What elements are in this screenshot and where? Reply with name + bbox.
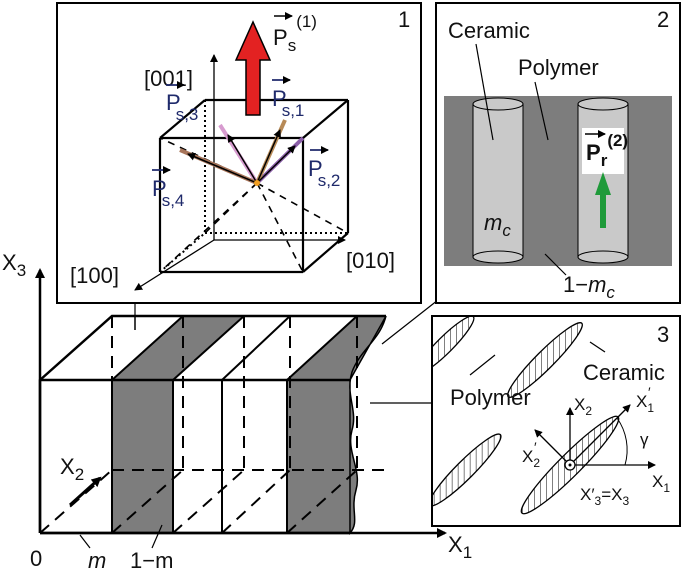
ps-main-arrow (234, 20, 272, 116)
layer-gray-1-top (112, 316, 244, 380)
mc-label: mc (484, 210, 511, 240)
ps-main-label: Ps(1) (273, 12, 317, 55)
x1-label: X1 (448, 532, 472, 562)
ps4-label: Ps,4 (152, 176, 184, 210)
axis-100 (134, 239, 215, 291)
ceramic-label-2: Ceramic (448, 18, 530, 43)
panel-3-number: 3 (657, 322, 669, 347)
layer-gray-2-front (287, 380, 350, 533)
gamma-label: γ (640, 430, 649, 449)
layer-gray-2-top (287, 316, 386, 380)
m-label: m (88, 548, 106, 573)
pr-arrow (595, 172, 611, 228)
layer-gray-1-front (112, 380, 173, 533)
x2-axis-arrow (68, 476, 102, 507)
one-minus-m-label: 1−m (130, 548, 173, 573)
polymer-label-3: Polymer (450, 385, 531, 410)
x2-local-label: X2 (574, 395, 592, 418)
ps3-label: Ps,3 (166, 90, 198, 124)
polymer-label-2: Polymer (518, 55, 599, 80)
panel-3: 3 Ceramic Polymer X1 X2 X1′ X2′ X′3=X3 γ (431, 315, 681, 527)
panel-2: 2 Ceramic Polymer Pr(2) mc 1−mc (435, 2, 681, 304)
panel-1: 1 [001] (56, 2, 422, 304)
inclusion-1 (433, 317, 475, 375)
torn-edge (349, 315, 387, 535)
label-100: [100] (70, 263, 119, 288)
one-minus-mc-label: 1−mc (563, 272, 615, 302)
label-010: [010] (346, 248, 395, 273)
x2-prime-label: X2′ (522, 439, 540, 470)
x1-local-label: X1 (652, 472, 670, 495)
main-block (35, 268, 447, 538)
panel-1-number: 1 (398, 7, 410, 32)
panel-2-number: 2 (657, 7, 669, 32)
inclusion-2 (507, 322, 583, 398)
x2-label: X2 (60, 454, 84, 484)
x3-eq-label: X′3=X3 (580, 485, 630, 508)
ps2-label: Ps,2 (308, 156, 340, 190)
x3-label: X3 (2, 250, 26, 280)
pr-label: Pr(2) (586, 131, 628, 170)
ps1-label: Ps,1 (272, 86, 304, 120)
label-001: [001] (144, 66, 193, 91)
ceramic-label-3: Ceramic (583, 360, 665, 385)
origin-label: 0 (30, 546, 42, 571)
x1-prime-label: X1′ (636, 384, 654, 415)
inclusion-3 (433, 433, 502, 507)
